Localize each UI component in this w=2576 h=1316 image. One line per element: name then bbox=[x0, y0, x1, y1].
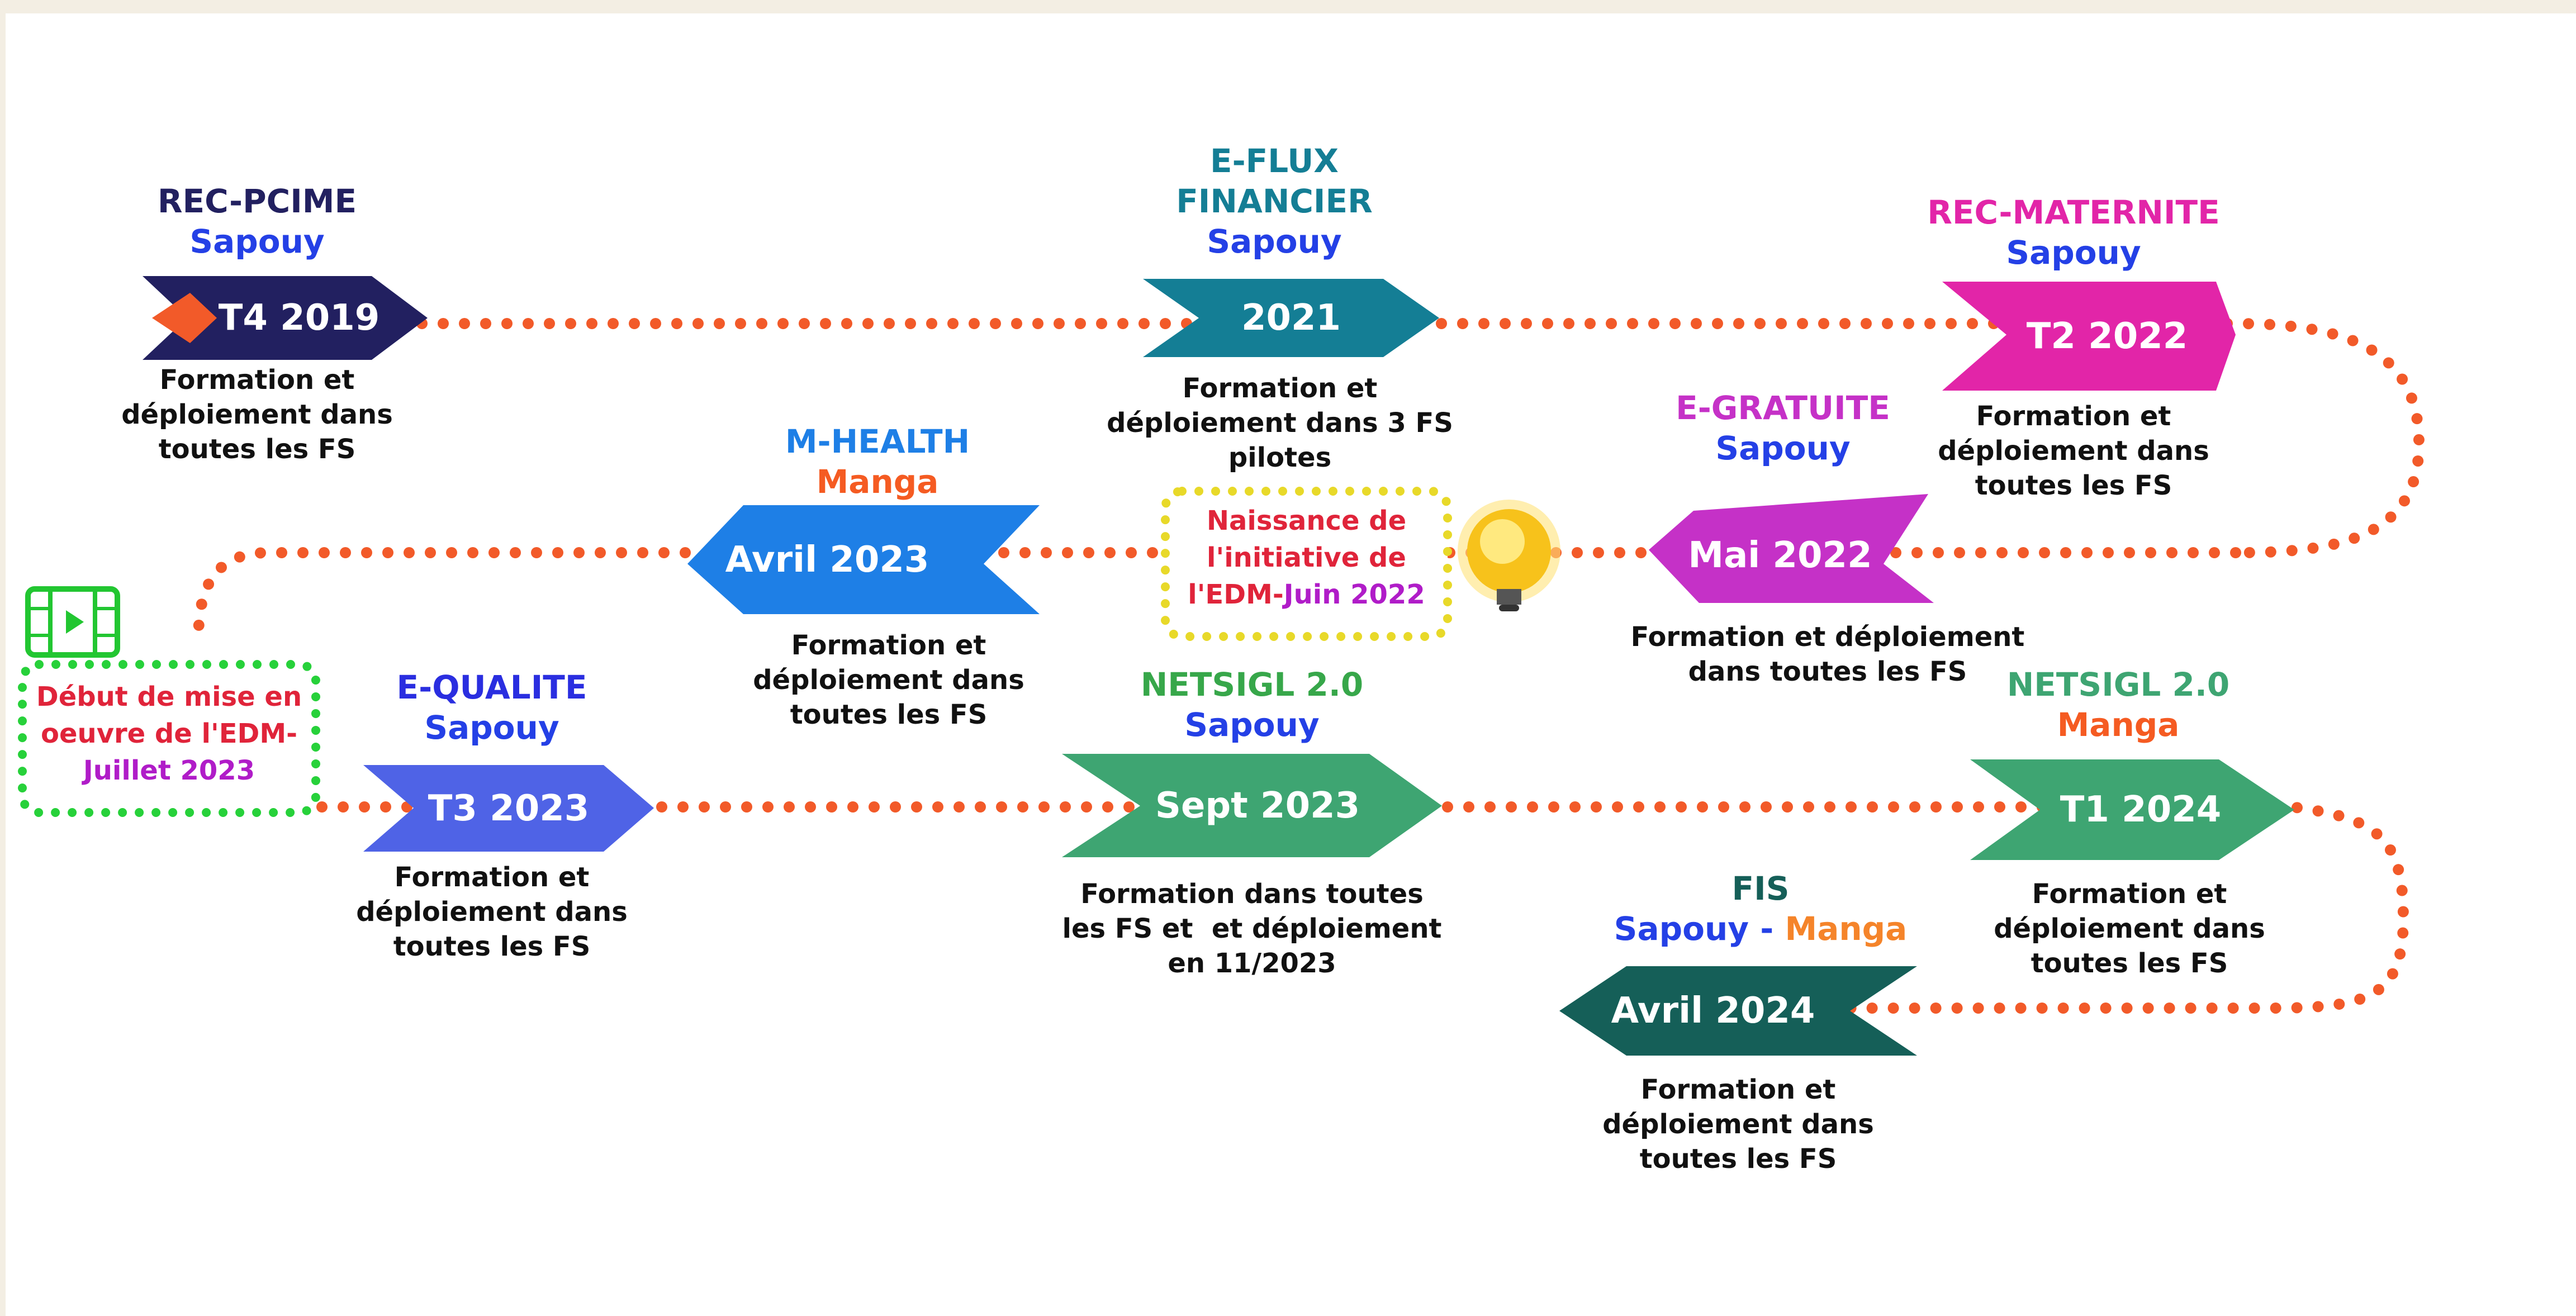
site-name: Manga bbox=[2057, 706, 2180, 744]
description-line: toutes les FS bbox=[1975, 470, 2172, 501]
site-name-part: Manga bbox=[1785, 910, 1908, 948]
description-line: les FS et et déploiement bbox=[1062, 913, 1442, 944]
description-line: toutes les FS bbox=[2031, 948, 2228, 979]
description-line: Formation dans toutes bbox=[1080, 878, 1424, 910]
milestone-date: 2021 bbox=[1241, 297, 1341, 339]
milestone-description: Formation et déploiement dans toutes les… bbox=[1895, 399, 2252, 503]
box-line: l'EDM-Juin 2022 bbox=[1174, 576, 1439, 613]
site-name: Sapouy bbox=[2006, 234, 2141, 272]
milestone-title: NETSIGL 2.0 Sapouy bbox=[1079, 664, 1425, 745]
description-line: déploiement dans 3 FS bbox=[1107, 407, 1453, 439]
description-line: Formation et bbox=[159, 364, 355, 396]
description-line: déploiement dans bbox=[121, 399, 393, 430]
milestone-description: Formation dans toutes les FS et et déplo… bbox=[1056, 877, 1448, 981]
description-line: toutes les FS bbox=[393, 931, 591, 962]
program-name: M-HEALTH bbox=[785, 422, 970, 460]
site-name: Manga bbox=[816, 463, 939, 501]
program-name: NETSIGL 2.0 bbox=[2006, 666, 2230, 704]
path-segment-row1 bbox=[416, 318, 2425, 558]
description-line: Formation et déploiement bbox=[1630, 621, 2025, 653]
description-line: toutes les FS bbox=[158, 434, 356, 465]
box-line: Naissance de bbox=[1206, 505, 1407, 536]
milestone-date: Mai 2022 bbox=[1688, 535, 1872, 576]
description-line: Formation et bbox=[394, 862, 590, 893]
milestone-description: Formation et déploiement dans toutes les… bbox=[721, 628, 1056, 732]
program-name: REC-PCIME bbox=[157, 182, 357, 220]
description-line: pilotes bbox=[1228, 442, 1332, 473]
program-name: E-QUALITE bbox=[396, 668, 587, 706]
milestone-title: REC-PCIME Sapouy bbox=[84, 181, 430, 262]
description-line: Formation et bbox=[1640, 1074, 1836, 1105]
milestone-title: E-QUALITE Sapouy bbox=[319, 667, 665, 748]
milestone-title: E-FLUX FINANCIER Sapouy bbox=[1101, 141, 1448, 262]
site-name: Sapouy bbox=[1184, 706, 1320, 744]
description-line: toutes les FS bbox=[790, 699, 988, 730]
program-name: REC-MATERNITE bbox=[1927, 193, 2220, 231]
description-line: en 11/2023 bbox=[1168, 948, 1336, 979]
naissance-box-text: Naissance de l'initiative de l'EDM-Juin … bbox=[1174, 502, 1439, 613]
milestone-description: Formation et déploiement dans 3 FS pilot… bbox=[1101, 371, 1459, 475]
site-name: Sapouy bbox=[1715, 429, 1851, 467]
milestone-date: T2 2022 bbox=[2026, 315, 2188, 357]
description-line: Formation et bbox=[2032, 878, 2227, 910]
program-name: FINANCIER bbox=[1176, 182, 1373, 220]
milestone-date: T4 2019 bbox=[218, 297, 380, 339]
milestone-date: Sept 2023 bbox=[1155, 785, 1360, 826]
milestone-title: REC-MATERNITE Sapouy bbox=[1895, 192, 2252, 273]
milestone-description: Formation et déploiement dans toutes les… bbox=[89, 363, 425, 467]
description-line: déploiement dans bbox=[356, 896, 628, 928]
box-line: l'initiative de bbox=[1207, 542, 1406, 573]
path-segment-row2 bbox=[193, 547, 2241, 645]
milestone-description: Formation et déploiement dans toutes les… bbox=[1610, 620, 2046, 689]
description-line: déploiement dans bbox=[1994, 913, 2265, 944]
description-line: Formation et bbox=[1976, 401, 2171, 432]
box-line-part: l'EDM- bbox=[1188, 579, 1284, 610]
milestone-description: Formation et déploiement dans toutes les… bbox=[321, 860, 662, 964]
milestone-date: Avril 2024 bbox=[1611, 990, 1815, 1032]
description-line: déploiement dans bbox=[1938, 435, 2209, 467]
site-name-part: Sapouy bbox=[1614, 910, 1749, 948]
site-name-separator: - bbox=[1749, 910, 1785, 948]
program-name: E-GRATUITE bbox=[1676, 389, 1890, 427]
description-line: toutes les FS bbox=[1639, 1143, 1837, 1175]
description-line: déploiement dans bbox=[1602, 1109, 1874, 1140]
box-line: Juillet 2023 bbox=[83, 755, 255, 786]
timeline-canvas: REC-PCIME Sapouy T4 2019 Formation et dé… bbox=[6, 13, 2576, 1316]
timeline-path bbox=[193, 318, 2425, 1014]
box-line: oeuvre de l'EDM- bbox=[40, 718, 298, 749]
milestone-title: FIS Sapouy - Manga bbox=[1571, 868, 1951, 949]
box-line-date: Juin 2022 bbox=[1283, 579, 1425, 610]
milestone-date: T1 2024 bbox=[2060, 789, 2222, 830]
box-line: Début de mise en bbox=[36, 681, 302, 712]
program-name: E-FLUX bbox=[1209, 142, 1339, 180]
path-segment-row3 bbox=[274, 801, 2409, 1014]
description-line: dans toutes les FS bbox=[1688, 656, 1967, 687]
program-name: NETSIGL 2.0 bbox=[1140, 666, 1364, 704]
description-line: Formation et bbox=[1182, 373, 1378, 404]
description-line: Formation et bbox=[791, 630, 986, 661]
milestone-description: Formation et déploiement dans toutes les… bbox=[1571, 1072, 1906, 1176]
site-name: Sapouy bbox=[189, 222, 325, 260]
milestone-date: Avril 2023 bbox=[725, 539, 929, 581]
description-line: déploiement dans bbox=[753, 664, 1024, 696]
milestone-title: NETSIGL 2.0 Manga bbox=[1939, 664, 2297, 745]
milestone-title: M-HEALTH Manga bbox=[704, 421, 1051, 502]
milestone-description: Formation et déploiement dans toutes les… bbox=[1962, 877, 2297, 981]
site-name: Sapouy - Manga bbox=[1571, 909, 1951, 949]
site-name: Sapouy bbox=[424, 709, 559, 747]
debut-box-text: Début de mise en oeuvre de l'EDM- Juille… bbox=[31, 678, 307, 789]
milestone-title: E-GRATUITE Sapouy bbox=[1610, 388, 1956, 468]
milestone-date: T3 2023 bbox=[428, 787, 590, 829]
site-name: Sapouy bbox=[1207, 222, 1342, 260]
program-name: FIS bbox=[1731, 870, 1790, 908]
